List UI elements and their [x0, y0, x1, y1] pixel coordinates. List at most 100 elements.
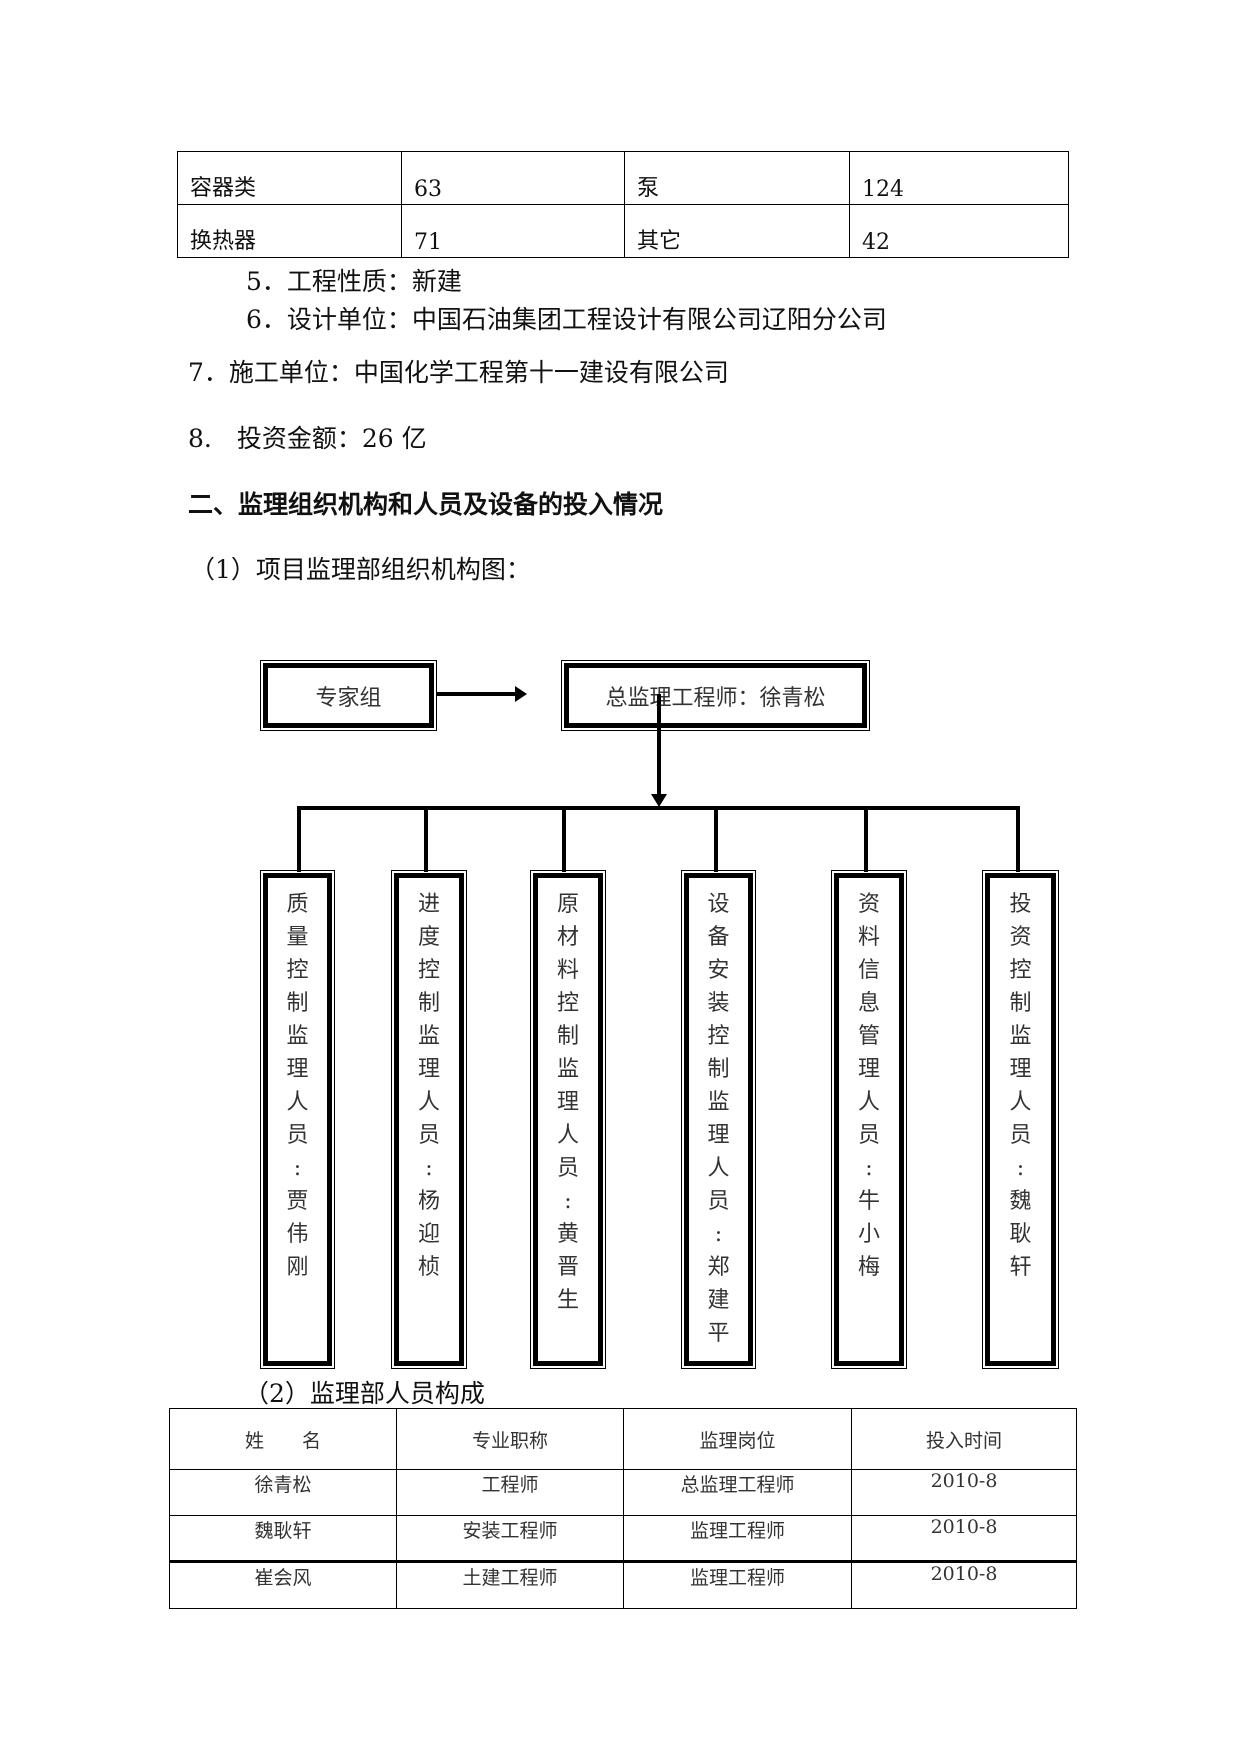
equipment-table: 容器类 63 泵 124 换热器 71 其它 42 [177, 151, 1069, 258]
dept-label-char: 控 [556, 991, 579, 1016]
dept-label-char: 安 [707, 958, 730, 983]
dept-label-char: 控 [1009, 958, 1032, 983]
dept-label-char: 人 [857, 1090, 880, 1115]
dept-label-char: 小 [857, 1222, 880, 1247]
dept-label-char: 信 [857, 958, 880, 983]
dept-label-char: : [293, 1156, 302, 1181]
table-cell: 监理工程师 [623, 1561, 852, 1609]
dept-label-char: 材 [556, 925, 579, 950]
dept-label-char: 原 [556, 892, 579, 917]
dept-label-char: 人 [286, 1090, 309, 1115]
connector-drop [1016, 806, 1020, 872]
dept-label-char: 理 [857, 1057, 880, 1082]
dept-label-char: 设 [707, 892, 730, 917]
dept-label-char: 黄 [556, 1222, 579, 1247]
table-cell: 71 [401, 204, 625, 258]
dept-label-char: 制 [707, 1057, 730, 1082]
header-cell: 投入时间 [851, 1408, 1077, 1470]
dept-label-char: 桢 [417, 1255, 440, 1280]
dept-label-char: 制 [1009, 991, 1032, 1016]
table-cell: 42 [849, 204, 1069, 258]
dept-label-char: 装 [707, 991, 730, 1016]
staff-caption: （2）监理部人员构成 [244, 1379, 485, 1408]
connector-drop [424, 806, 428, 872]
table-row: 崔会风 土建工程师 监理工程师 2010-8 [169, 1561, 1077, 1609]
item-7: 7．施工单位：中国化学工程第十一建设有限公司 [188, 358, 729, 387]
dept-label-char: : [865, 1156, 873, 1181]
dept-label-char: 监 [1009, 1024, 1032, 1049]
table-header-row: 姓 名 专业职称 监理岗位 投入时间 [169, 1408, 1077, 1470]
item-6: 6．设计单位：中国石油集团工程设计有限公司辽阳分公司 [246, 305, 887, 334]
dept-label-char: 员 [1009, 1123, 1032, 1148]
dept-label-char: 资 [857, 892, 880, 917]
table-row: 魏耿轩 安装工程师 监理工程师 2010-8 [169, 1515, 1077, 1562]
table-cell: 其它 [624, 204, 850, 258]
connector-drop [562, 806, 566, 872]
connector-horizontal [297, 806, 1020, 810]
dept-label-char: 理 [417, 1057, 440, 1082]
dept-label-char: 生 [556, 1288, 579, 1313]
dept-label-char: 监 [707, 1090, 730, 1115]
dept-label-char: 制 [286, 991, 309, 1016]
section-heading: 二、监理组织机构和人员及设备的投入情况 [188, 490, 664, 519]
table-cell: 监理工程师 [623, 1515, 852, 1562]
table-cell: 124 [849, 151, 1069, 205]
item-5: 5．工程性质：新建 [246, 267, 462, 296]
item-8: 8. 投资金额：26 亿 [188, 424, 427, 453]
dept-label-char: 监 [417, 1024, 440, 1049]
table-cell: 总监理工程师 [623, 1469, 852, 1516]
dept-box-schedule: 进度控制监理人员:杨迎桢 [391, 870, 467, 1369]
dept-label-char: 进 [417, 892, 440, 917]
dept-label-char: 量 [286, 925, 309, 950]
dept-label-char: 制 [556, 1024, 579, 1049]
table-cell: 土建工程师 [396, 1561, 624, 1609]
table-cell: 换热器 [177, 204, 402, 258]
dept-label-char: 迎 [417, 1222, 440, 1247]
dept-label: 进度控制监理人员:杨迎桢 [418, 888, 440, 1284]
dept-label-char: 理 [1009, 1057, 1032, 1082]
dept-label-char: 备 [707, 925, 730, 950]
dept-box-documents: 资料信息管理人员:牛小梅 [831, 870, 907, 1369]
header-cell: 专业职称 [396, 1408, 624, 1470]
table-cell: 容器类 [177, 151, 402, 205]
expert-group-label: 专家组 [315, 685, 382, 711]
dept-label-char: 员 [556, 1156, 579, 1181]
dept-label-char: 理 [707, 1123, 730, 1148]
table-cell: 崔会风 [169, 1561, 397, 1609]
dept-label-char: 料 [857, 925, 880, 950]
dept-label-char: 监 [286, 1024, 309, 1049]
chief-engineer-label: 总监理工程师：徐青松 [605, 685, 826, 711]
dept-label-char: 度 [417, 925, 440, 950]
dept-label-char: 人 [417, 1090, 440, 1115]
connector-drop [864, 806, 868, 872]
table-cell: 泵 [624, 151, 850, 205]
arrow-head-right [515, 686, 527, 702]
org-chart-caption: （1）项目监理部组织机构图： [190, 555, 531, 584]
table-row: 容器类 63 泵 124 [177, 151, 1069, 205]
dept-label-char: 监 [556, 1057, 579, 1082]
dept-label-char: 平 [707, 1321, 730, 1346]
dept-label-char: 轩 [1009, 1255, 1032, 1280]
dept-box-quality: 质量控制监理人员:贾伟刚 [260, 870, 335, 1369]
dept-label-char: 人 [707, 1156, 730, 1181]
table-row: 换热器 71 其它 42 [177, 204, 1069, 258]
table-row: 徐青松 工程师 总监理工程师 2010-8 [169, 1469, 1077, 1516]
dept-label-char: : [564, 1189, 572, 1214]
dept-label-char: 刚 [286, 1255, 309, 1280]
connector-drop [297, 806, 301, 872]
dept-label-char: 牛 [857, 1189, 880, 1214]
dept-label-char: 员 [417, 1123, 440, 1148]
dept-label-char: 资 [1009, 925, 1032, 950]
expert-group-box: 专家组 [260, 660, 437, 731]
dept-label-char: 理 [556, 1090, 579, 1115]
dept-label-char: : [1016, 1156, 1025, 1181]
dept-label: 设备安装控制监理人员:郑建平 [707, 888, 729, 1350]
dept-label-char: 人 [1009, 1090, 1032, 1115]
chief-engineer-box: 总监理工程师：徐青松 [561, 660, 870, 731]
dept-label-char: 建 [707, 1288, 730, 1313]
dept-label-char: 晋 [556, 1255, 579, 1280]
dept-label-char: 杨 [417, 1189, 440, 1214]
dept-label: 质量控制监理人员:贾伟刚 [286, 888, 308, 1284]
dept-box-equipment: 设备安装控制监理人员:郑建平 [681, 870, 756, 1369]
